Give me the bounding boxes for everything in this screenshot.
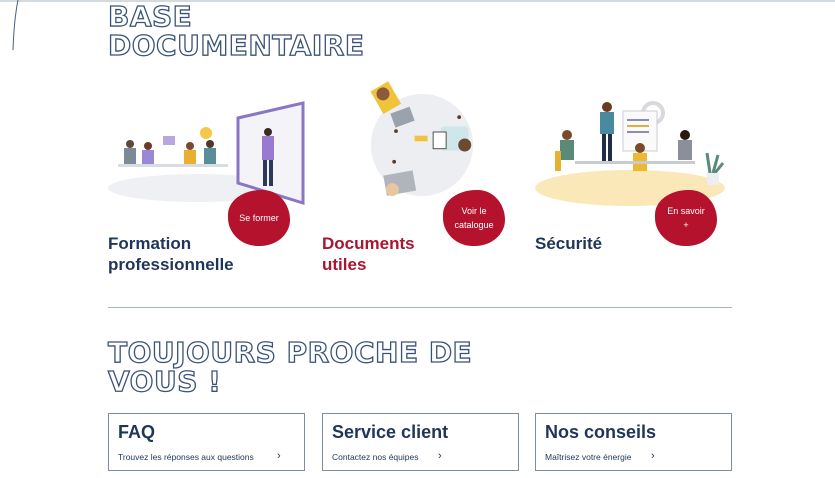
- card-title[interactable]: Sécurité: [535, 234, 603, 253]
- service-client-card[interactable]: Service client Contactez nos équipes ›: [322, 413, 519, 471]
- training-classroom-illustration: [108, 101, 305, 206]
- card-formation-professionnelle[interactable]: Se former Formation professionnelle: [108, 88, 308, 278]
- section-divider: [108, 307, 732, 308]
- card-title: Service client: [332, 422, 449, 442]
- decorative-curve: [12, 0, 19, 51]
- card-title[interactable]: Formation professionnelle: [108, 234, 234, 274]
- heading-line: BASE: [107, 0, 193, 33]
- card-title: FAQ: [118, 422, 156, 442]
- se-former-button[interactable]: Se former: [228, 190, 290, 246]
- heading-line: TOUJOURS PROCHE DE: [107, 336, 473, 369]
- card-title[interactable]: Documents utiles: [322, 234, 415, 274]
- nos-conseils-card[interactable]: Nos conseils Maîtrisez votre énergie ›: [535, 413, 732, 471]
- en-savoir-plus-button[interactable]: En savoir+: [655, 190, 717, 246]
- toujours-proche-heading: TOUJOURS PROCHE DE VOUS !: [107, 336, 473, 399]
- card-subtitle: Contactez nos équipes: [332, 452, 419, 462]
- meeting-table-topview-illustration: [370, 81, 474, 197]
- chevron-right-icon: ›: [277, 450, 281, 462]
- card-title: Nos conseils: [545, 422, 657, 442]
- chevron-right-icon: ›: [651, 450, 655, 462]
- card-subtitle: Trouvez les réponses aux questions: [118, 452, 254, 462]
- faq-card[interactable]: FAQ Trouvez les réponses aux questions ›: [108, 413, 305, 471]
- card-securite[interactable]: En savoir+ Sécurité: [535, 88, 735, 278]
- base-documentaire-heading: BASE DOCUMENTAIRE: [107, 0, 365, 63]
- heading-line: DOCUMENTAIRE: [107, 29, 365, 63]
- heading-line: VOUS !: [107, 365, 222, 399]
- chevron-right-icon: ›: [438, 450, 442, 462]
- card-subtitle: Maîtrisez votre énergie: [545, 452, 632, 462]
- top-border: [0, 0, 835, 2]
